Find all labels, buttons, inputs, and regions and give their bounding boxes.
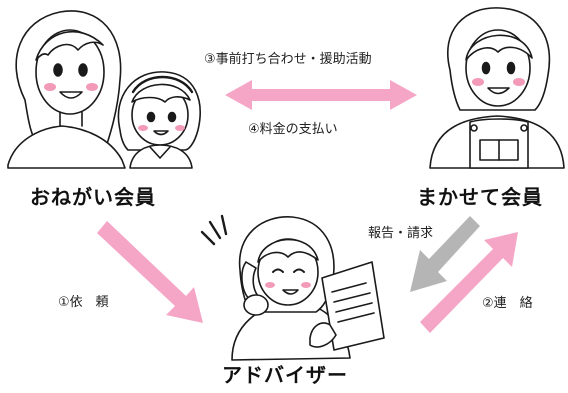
report-invoice-label: 報告・請求 [368, 226, 434, 241]
arrow-meeting-payment [225, 80, 417, 110]
woman-in-apron-illustration [429, 7, 565, 169]
arrow-contact [420, 232, 518, 333]
helper-member-label: まかせて会員 [417, 185, 543, 209]
step2-contact-label: ②連 絡 [482, 296, 533, 311]
step3-meeting-activity-label: ③事前打ち合わせ・援助活動 [204, 52, 372, 67]
arrow-report-invoice [410, 216, 480, 292]
advisor-label: アドバイザー [222, 363, 348, 387]
woman-on-phone-illustration [200, 214, 385, 361]
arrow-request [97, 221, 203, 323]
mother-and-child-illustration [7, 10, 201, 169]
requester-member-label: おねがい会員 [30, 185, 156, 209]
step4-payment-label: ④料金の支払い [248, 122, 338, 137]
step1-request-label: ①依 頼 [58, 295, 109, 310]
